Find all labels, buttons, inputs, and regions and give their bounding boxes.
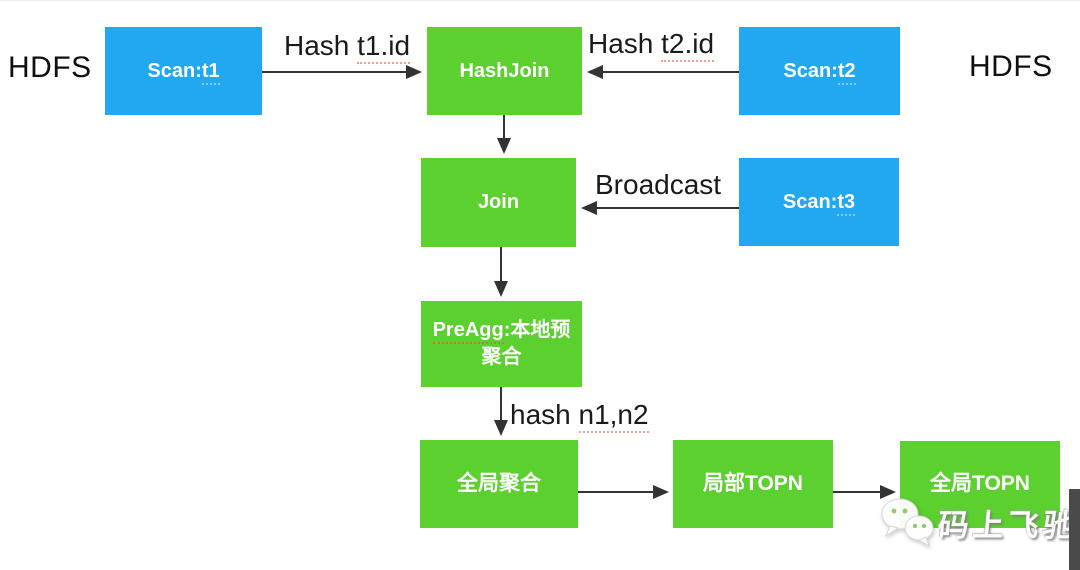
edge-label-hash-n1-n2: hash n1,n2 <box>510 399 649 433</box>
node-global-agg-label: 全局聚合 <box>457 471 541 495</box>
node-join-label: Join <box>477 191 520 213</box>
node-scan-t3: Scan:t3 <box>739 158 899 246</box>
node-global-agg: 全局聚合 <box>420 440 578 528</box>
node-scan-t1-label: Scan:t1 <box>147 58 220 85</box>
node-scan-t2: Scan:t2 <box>739 27 900 115</box>
node-preagg-label: PreAgg:本地预聚合 <box>432 319 571 368</box>
edge-label-hash-t2-id: Hash t2.id <box>588 28 715 62</box>
edge-label-broadcast: Broadcast <box>595 169 722 200</box>
node-global-topn: 全局TOPN <box>900 441 1060 528</box>
node-local-topn-label: 局部TOPN <box>703 471 803 495</box>
node-scan-t1: Scan:t1 <box>105 27 262 115</box>
wechat-icon <box>881 498 934 548</box>
node-join: Join <box>421 158 576 247</box>
hdfs-label-left: HDFS <box>8 51 92 84</box>
node-scan-t3-label: Scan:t3 <box>783 189 856 216</box>
top-border-line <box>0 0 1080 1</box>
scrollbar-fragment <box>1069 489 1080 570</box>
watermark-text: 码上飞驰 <box>936 508 1080 543</box>
hdfs-label-right: HDFS <box>969 50 1053 83</box>
node-global-topn-label: 全局TOPN <box>930 472 1030 496</box>
node-hashjoin: HashJoin <box>427 27 582 115</box>
node-preagg: PreAgg:本地预聚合 <box>421 301 582 387</box>
edge-label-hash-t1-id: Hash t1.id <box>284 30 411 64</box>
node-hashjoin-label: HashJoin <box>459 59 550 82</box>
node-local-topn: 局部TOPN <box>673 440 833 528</box>
node-scan-t2-label: Scan:t2 <box>783 58 856 85</box>
watermark: 码上飞驰 <box>878 492 1080 554</box>
